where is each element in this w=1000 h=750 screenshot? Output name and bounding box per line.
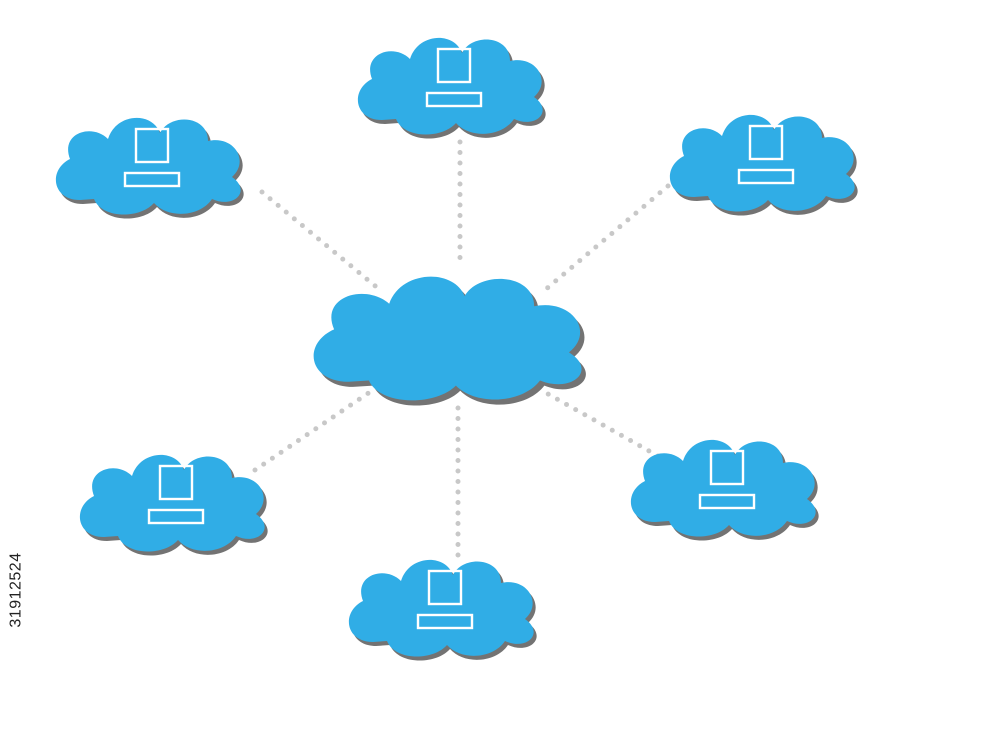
cloud-node-top-left: [55, 117, 244, 219]
stock-id-label: 31912524: [4, 530, 30, 650]
cloud-node-top: [357, 37, 546, 139]
stock-id-text: 31912524: [8, 552, 25, 628]
connector-top-right: [542, 183, 671, 293]
cloud-node-bottom-left: [79, 454, 268, 556]
connector-top-left: [259, 189, 383, 293]
cloud-node-bottom-right: [630, 439, 819, 541]
connector-lines: [252, 139, 671, 559]
connector-bottom-left: [252, 389, 373, 473]
cloud-node-bottom: [348, 559, 537, 661]
hub-cloud: [313, 276, 586, 406]
connector-bottom-right: [545, 391, 661, 459]
cloud-node-top-right: [669, 114, 858, 216]
